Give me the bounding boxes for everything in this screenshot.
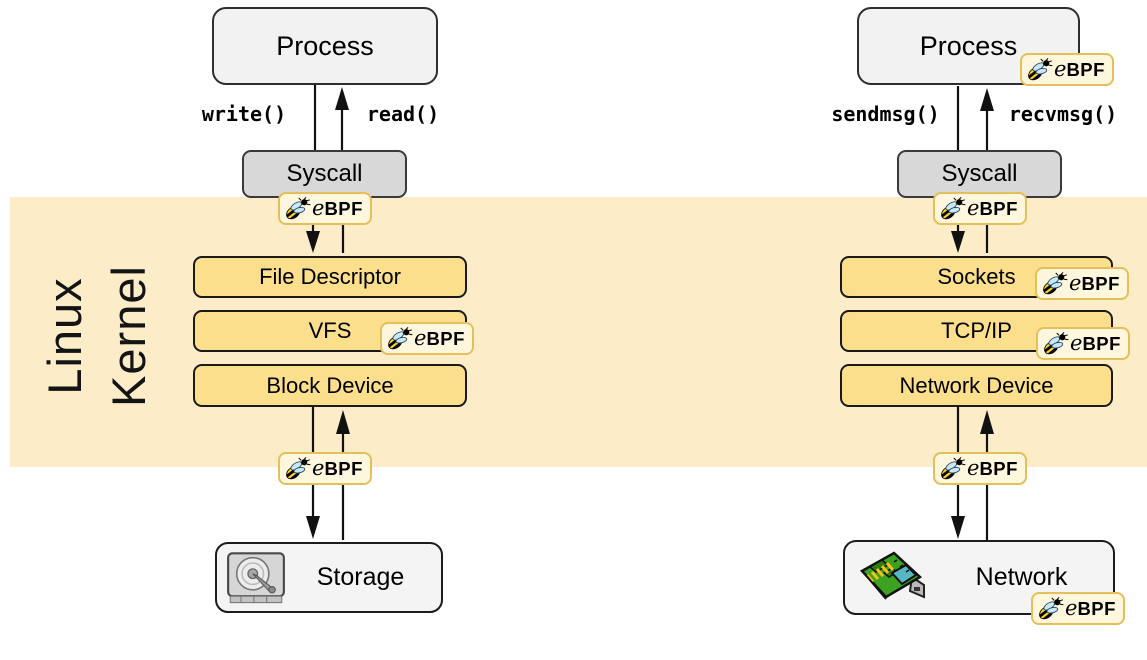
ebpf-badge-label: eBPF: [1069, 271, 1120, 295]
ebpf-badge-label: eBPF: [312, 456, 363, 480]
sendmsg-call-label: sendmsg(): [831, 102, 940, 126]
ebpf-bee-icon: [1042, 331, 1069, 356]
ebpf-bee-icon: [284, 456, 311, 481]
storage-label: Storage: [316, 563, 405, 591]
ebpf-badge-label: eBPF: [1054, 57, 1105, 81]
ebpf-badge-label: eBPF: [312, 196, 363, 220]
ebpf-badge-label: eBPF: [414, 326, 465, 350]
arrow-right-network-to-netdev: [980, 410, 994, 540]
recvmsg-call-label: recvmsg(): [1008, 102, 1118, 126]
ebpf-bee-icon: [1041, 271, 1068, 296]
ebpf-badge-label: eBPF: [1065, 596, 1116, 620]
network-label: Network: [975, 563, 1068, 591]
process-box-left: Process: [212, 7, 438, 85]
storage-box: Storage: [215, 542, 443, 613]
arrow-left-storage-to-block: [336, 410, 350, 540]
ebpf-badge-label: eBPF: [967, 456, 1018, 480]
syscall-box-left: Syscall: [242, 150, 407, 198]
ebpf-badge-label: eBPF: [1070, 331, 1121, 355]
syscall-box-right: Syscall: [897, 150, 1062, 198]
ebpf-badge-process-right: eBPF: [1020, 53, 1114, 86]
layer-network-device: Network Device: [840, 364, 1113, 407]
ebpf-bee-icon: [284, 196, 311, 221]
ebpf-bee-icon: [1026, 57, 1053, 82]
ebpf-badge-syscall-left: eBPF: [278, 192, 372, 225]
ebpf-badge-netdev-network: eBPF: [933, 452, 1027, 485]
layer-block-device: Block Device: [193, 364, 467, 407]
ebpf-bee-icon: [386, 326, 413, 351]
arrow-right-syscall-to-process: [980, 88, 994, 150]
layer-file-descriptor: File Descriptor: [193, 256, 467, 298]
ebpf-badge-tcpip: eBPF: [1036, 327, 1130, 360]
write-call-label: write(): [201, 102, 287, 126]
ebpf-badge-network: eBPF: [1031, 592, 1125, 625]
ebpf-badge-syscall-right: eBPF: [933, 192, 1027, 225]
hard-disk-icon: [226, 551, 286, 605]
network-card-icon: [854, 547, 936, 609]
ebpf-badge-vfs: eBPF: [380, 322, 474, 355]
ebpf-bee-icon: [1037, 596, 1064, 621]
ebpf-bee-icon: [939, 196, 966, 221]
read-call-label: read(): [366, 102, 440, 126]
ebpf-bee-icon: [939, 456, 966, 481]
arrow-left-syscall-to-process: [335, 87, 349, 150]
ebpf-badge-sockets: eBPF: [1035, 267, 1129, 300]
network-box: Network: [843, 540, 1115, 615]
ebpf-badge-label: eBPF: [967, 196, 1018, 220]
ebpf-badge-block-storage: eBPF: [278, 452, 372, 485]
